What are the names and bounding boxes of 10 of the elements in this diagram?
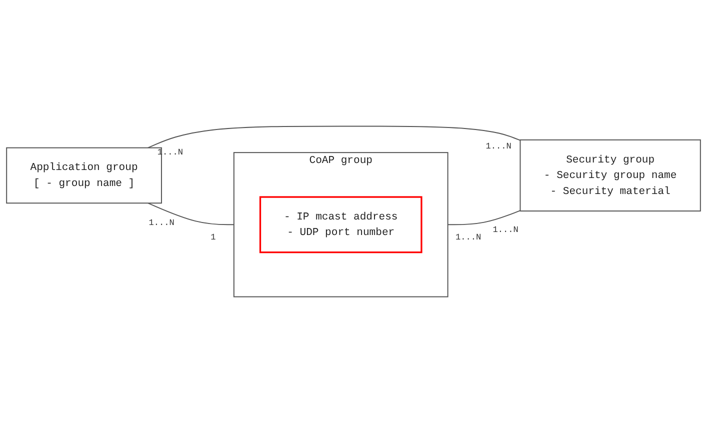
multiplicity-label: 1...N [486,142,512,152]
highlight-frame: - IP mcast address - UDP port number [259,196,422,254]
multiplicity-label: 1 [210,232,216,242]
multiplicity-label: 1...N [455,232,482,242]
class-box: Security group - Security group name - Security material [520,139,701,212]
multiplicity-label: 1...N [148,218,174,228]
multiplicity-label: 1...N [492,225,518,236]
association-line [147,202,234,226]
association-line [447,210,521,226]
association-line [147,126,521,148]
